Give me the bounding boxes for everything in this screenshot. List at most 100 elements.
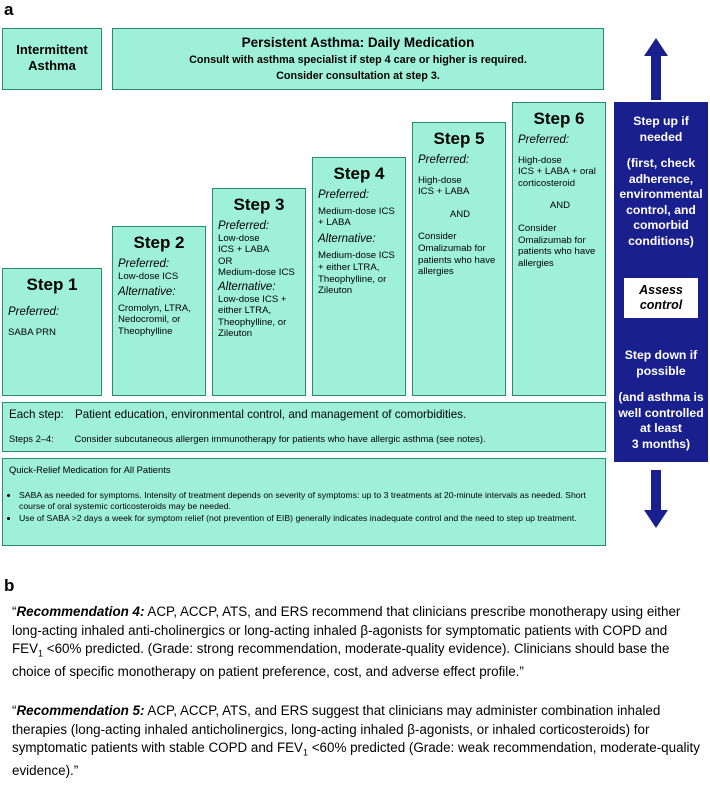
persistent-line2: Consider consultation at step 3. — [276, 70, 440, 82]
step-3-pref-item: ICS + LABA — [218, 244, 270, 256]
step-5-box: Step 5 Preferred: High-dose ICS + LABA A… — [412, 122, 506, 396]
step-5-and: AND — [449, 208, 471, 220]
step-6-consider-item: patients who have — [518, 246, 596, 258]
intermittent-line2: Asthma — [28, 58, 76, 73]
step-6-box: Step 6 Preferred: High-dose ICS + LABA +… — [512, 102, 606, 396]
step-1-preferred-label: Preferred: — [8, 306, 60, 318]
step-down-detail-line: (and asthma is — [618, 390, 704, 404]
rec5-label: Recommendation 5: — [16, 703, 145, 718]
step-up-detail-line: control, and — [626, 202, 696, 217]
step-3-alt-item: Zileuton — [218, 328, 253, 340]
step-5-pref-item: ICS + LABA — [418, 186, 470, 198]
rec4-text-b: <60% predicted. (Grade: strong recommend… — [12, 641, 670, 680]
step-2-box: Step 2 Preferred: Low-dose ICS Alternati… — [112, 226, 206, 396]
step-2-preferred-label: Preferred: — [118, 258, 170, 270]
persistent-title: Persistent Asthma: Daily Medication — [241, 35, 475, 50]
step-3-alternative-label: Alternative: — [218, 280, 276, 293]
step-6-pref-item: corticosteroid — [518, 177, 576, 189]
step-up-line: needed — [639, 129, 683, 144]
step-4-pref-item: + LABA — [318, 217, 351, 229]
assess-control-box: Assess control — [624, 278, 698, 318]
step-3-alt-item: Theophylline, or — [218, 316, 287, 328]
step-3-preferred-label: Preferred: — [218, 220, 270, 232]
each-step-box: Each step: Patient education, environmen… — [2, 402, 606, 452]
step-6-and: AND — [549, 200, 571, 212]
panel-a-label: a — [4, 0, 14, 19]
step-4-alt-item: Theophylline, or — [318, 273, 387, 285]
step-up-arrow-icon — [644, 38, 668, 100]
step-5-consider-item: Consider — [418, 231, 457, 243]
steps-2-4-text: Consider subcutaneous allergen immunothe… — [74, 433, 486, 444]
step-6-consider-item: allergies — [518, 257, 554, 269]
step-5-title: Step 5 — [433, 129, 485, 148]
step-4-pref-item: Medium-dose ICS — [318, 205, 395, 217]
step-up-detail-line: (first, check — [626, 156, 696, 170]
step-down-line: Step down if — [624, 348, 698, 362]
step-6-consider-item: Consider — [518, 222, 557, 234]
rec5-sub: 1 — [303, 747, 309, 758]
step-5-consider-item: patients who have — [418, 254, 496, 266]
step-up-detail-line: adherence, — [628, 171, 694, 186]
step-up-detail-line: conditions) — [628, 233, 694, 248]
persistent-line1: Consult with asthma specialist if step 4… — [189, 54, 527, 66]
step-up-down-panel: Step up if needed (first, check adherenc… — [614, 102, 708, 462]
step-5-pref-item: High-dose — [418, 174, 462, 186]
rec4-sub: 1 — [38, 648, 44, 659]
rec4-text-a: ACP, ACCP, ATS, and ERS recommend that c… — [12, 604, 681, 656]
step-up-line: Step up if — [633, 114, 689, 128]
step-4-preferred-label: Preferred: — [318, 189, 370, 201]
step-5-preferred-label: Preferred: — [418, 154, 470, 166]
rec5-text-a: ACP, ACCP, ATS, and ERS suggest that cli… — [12, 703, 661, 755]
rec4-label: Recommendation 4: — [16, 604, 145, 619]
rec5-text-b: <60% predicted (Grade: weak recommendati… — [12, 740, 700, 779]
step-4-box: Step 4 Preferred: Medium-dose ICS + LABA… — [312, 157, 406, 396]
step-4-alternative-label: Alternative: — [318, 232, 376, 245]
step-6-pref-item: ICS + LABA + oral — [518, 166, 596, 178]
step-6-title: Step 6 — [533, 109, 585, 128]
step-4-title: Step 4 — [333, 164, 385, 183]
each-step-label: Each step: — [9, 408, 64, 421]
recommendation-5: “Recommendation 5: ACP, ACCP, ATS, and E… — [12, 702, 702, 781]
recommendation-4: “Recommendation 4: ACP, ACCP, ATS, and E… — [12, 603, 702, 682]
quick-relief-bullet: Use of SABA >2 days a week for symptom r… — [19, 513, 597, 524]
quick-relief-title: Quick-Relief Medication for All Patients — [9, 464, 171, 475]
step-down-line: possible — [636, 363, 686, 378]
rec5-open-quote: “ — [12, 703, 17, 718]
step-3-pref-item: OR — [218, 255, 233, 267]
rec4-open-quote: “ — [12, 604, 17, 619]
step-up-detail-line: environmental — [619, 187, 703, 201]
step-down-detail-line: well controlled — [618, 405, 704, 420]
quick-relief-bullet: SABA as needed for symptoms. Intensity o… — [19, 490, 597, 511]
step-3-alt-item: either LTRA, — [218, 305, 272, 317]
step-5-consider-item: allergies — [418, 266, 454, 278]
step-down-detail-line: at least — [639, 421, 682, 435]
step-3-title: Step 3 — [233, 195, 285, 214]
step-6-consider-item: Omalizumab for — [518, 234, 586, 246]
step-3-pref-item: Low-dose — [218, 232, 260, 244]
persistent-asthma-box: Persistent Asthma: Daily Medication Cons… — [112, 28, 604, 90]
step-1-box: Step 1 Preferred: SABA PRN — [2, 268, 102, 396]
step-1-preferred-item: SABA PRN — [8, 326, 56, 338]
step-2-alternative-label: Alternative: — [118, 286, 176, 299]
step-3-box: Step 3 Preferred: Low-dose ICS + LABA OR… — [212, 188, 306, 396]
each-step-text: Patient education, environmental control… — [75, 408, 467, 421]
assess-line: control — [639, 298, 683, 312]
panel-b-label: b — [4, 576, 15, 595]
step-3-alt-item: Low-dose ICS + — [218, 293, 287, 305]
steps-2-4-label: Steps 2–4: — [9, 433, 54, 444]
step-4-alt-item: + either LTRA, — [318, 261, 380, 273]
intermittent-asthma-box: Intermittent Asthma — [2, 28, 102, 90]
step-5-consider-item: Omalizumab for — [418, 242, 486, 254]
step-2-alt-item: Theophylline — [118, 325, 173, 337]
step-down-detail-line: 3 months) — [631, 436, 691, 451]
step-3-pref-item: Medium-dose ICS — [218, 267, 295, 279]
step-4-alt-item: Medium-dose ICS — [318, 250, 395, 262]
step-2-preferred-item: Low-dose ICS — [118, 270, 179, 282]
step-4-alt-item: Zileuton — [318, 285, 353, 297]
intermittent-line1: Intermittent — [16, 42, 88, 57]
step-2-alt-item: Cromolyn, LTRA, — [118, 302, 191, 314]
step-6-preferred-label: Preferred: — [518, 134, 570, 146]
step-1-title: Step 1 — [26, 275, 78, 294]
step-2-title: Step 2 — [133, 233, 185, 252]
step-6-pref-item: High-dose — [518, 154, 562, 166]
